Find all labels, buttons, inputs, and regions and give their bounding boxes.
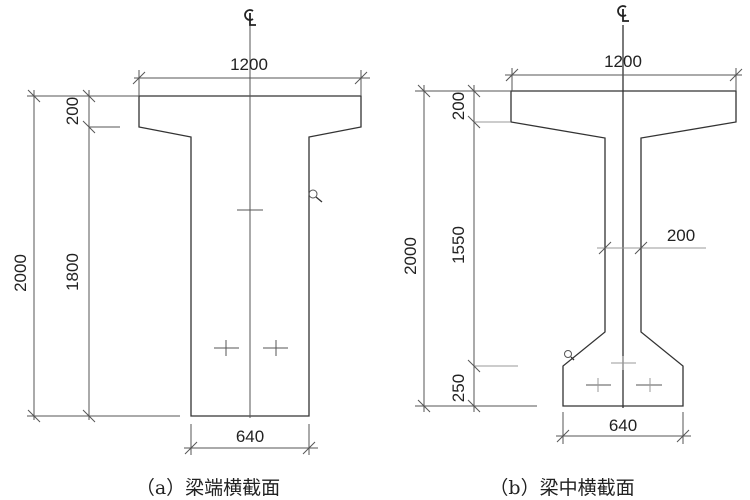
magnifier-icon [564, 350, 575, 361]
cross-marker [586, 378, 611, 392]
centerline-symbol-b [617, 5, 629, 22]
dim-bottom-width-a: 640 [236, 427, 264, 446]
dim-bulb-b: 250 [449, 374, 468, 402]
cross-marker [263, 340, 288, 356]
dim-top-width-a: 1200 [230, 55, 268, 74]
magnifier-icon [308, 189, 323, 203]
dim-web-height-a: 1800 [63, 253, 82, 291]
caption-b: （b）梁中横截面 [489, 477, 634, 499]
figure-b-beam-mid-section: 1200 2000 200 1550 250 200 640 （ [401, 5, 743, 499]
cross-marker [611, 356, 636, 370]
dim-total-height-a: 2000 [11, 254, 30, 292]
dim-flange-b: 200 [449, 92, 468, 120]
dim-bottom-width-b: 640 [609, 416, 637, 435]
dim-web-thickness-b: 200 [667, 226, 695, 245]
caption-a: （a）梁端横截面 [136, 477, 280, 499]
figure-a-beam-end-section: 1200 2000 200 1800 640 （a）梁端横截面 [11, 9, 370, 499]
dim-flange-a: 200 [63, 97, 82, 125]
section-outline-a [138, 95, 362, 417]
section-outline-b [510, 90, 737, 407]
dim-web-height-b: 1550 [449, 226, 468, 264]
cross-marker [636, 378, 662, 392]
centerline-symbol-a [244, 9, 256, 26]
dim-top-width-b: 1200 [604, 52, 642, 71]
dim-total-height-b: 2000 [401, 237, 420, 275]
cross-marker [214, 340, 239, 356]
